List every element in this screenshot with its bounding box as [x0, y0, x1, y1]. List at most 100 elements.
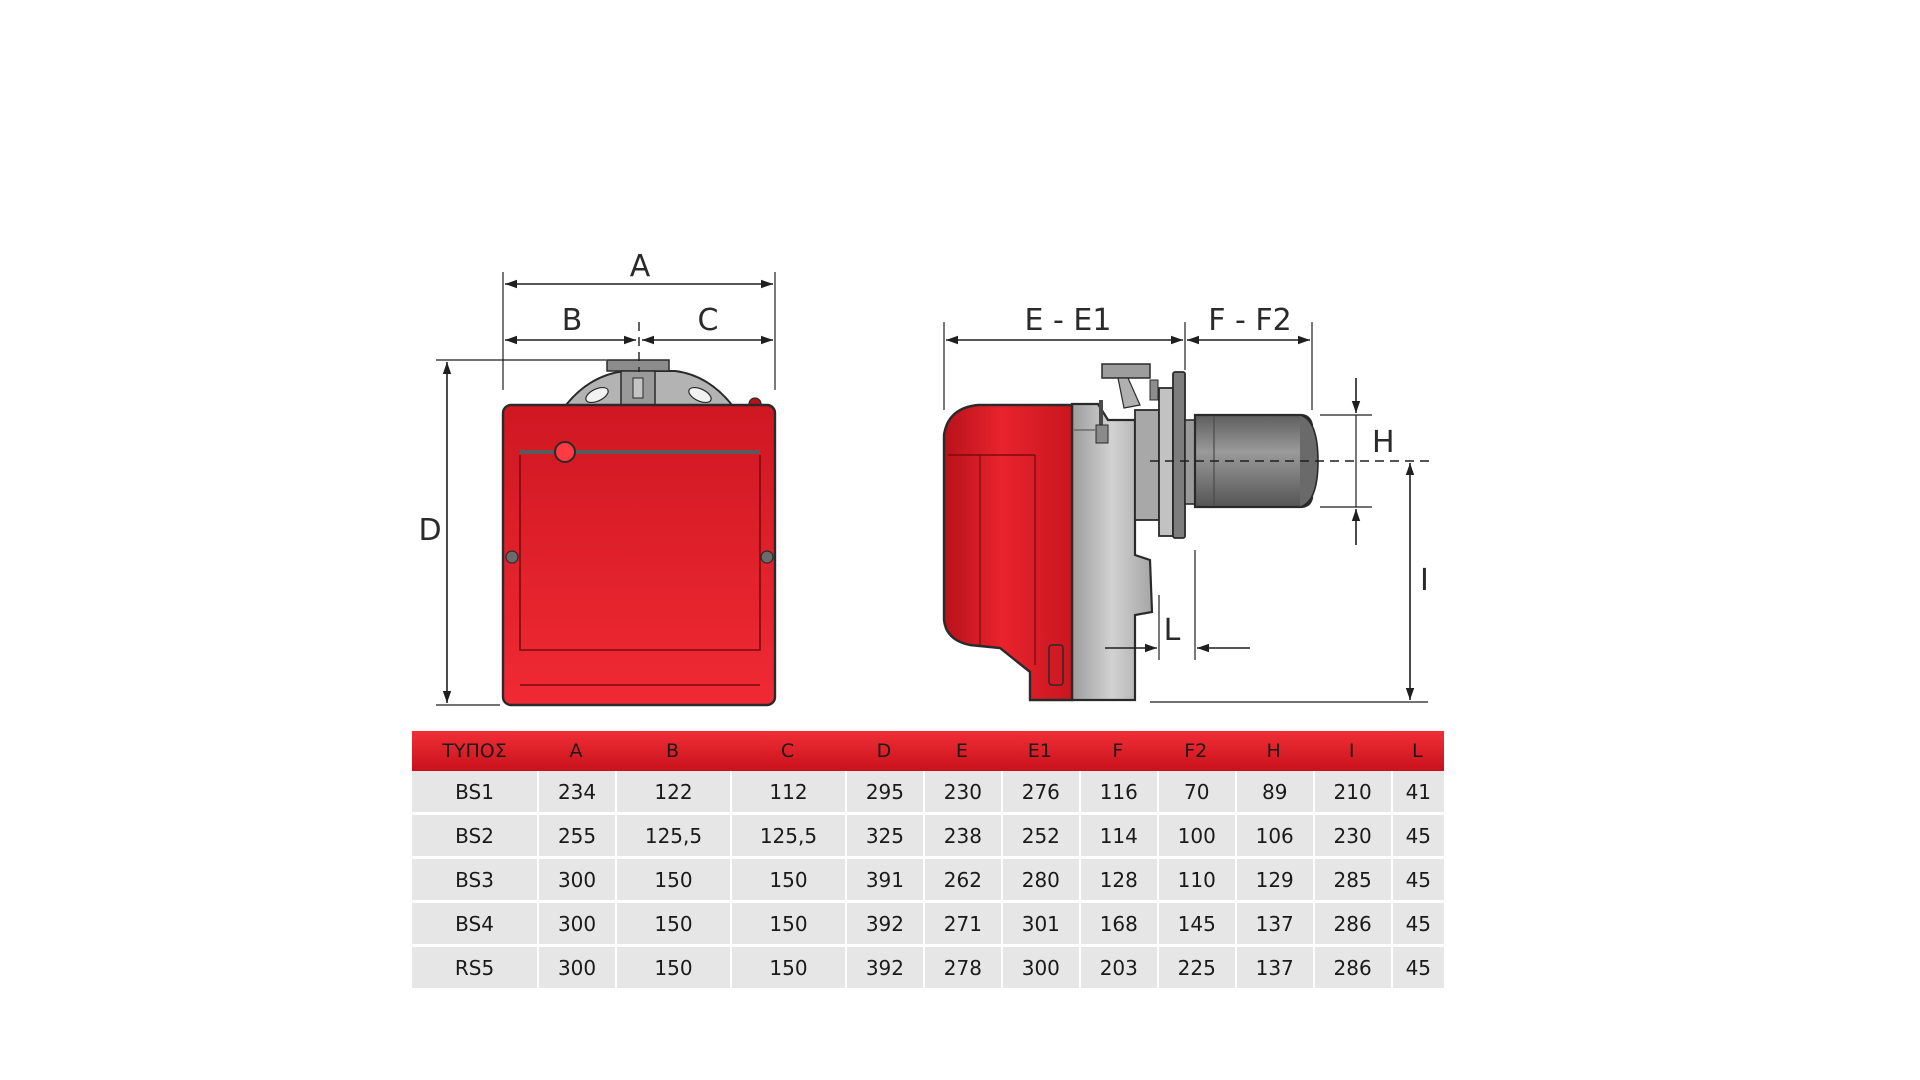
table-cell: 150 [729, 903, 845, 947]
table-cell: 295 [844, 771, 923, 815]
side-dimensions [943, 322, 1430, 703]
label-l: L [1164, 613, 1181, 648]
label-a: A [630, 249, 651, 284]
right-screw-icon [760, 550, 774, 564]
header-cell: E [922, 731, 1001, 771]
table-cell: 116 [1078, 771, 1157, 815]
table-cell: 145 [1156, 903, 1235, 947]
table-cell: 392 [844, 947, 923, 991]
table-cell: 210 [1312, 771, 1391, 815]
table-cell: 122 [615, 771, 730, 815]
left-screw-icon [505, 550, 519, 564]
table-header-row: ΤΥΠΟΣ A B C D E E1 F F2 H I L [412, 731, 1444, 771]
table-cell: BS1 [412, 771, 538, 815]
table-cell: 150 [615, 859, 730, 903]
header-cell: ΤΥΠΟΣ [412, 731, 538, 771]
table-cell: 230 [1312, 815, 1391, 859]
table-cell: 70 [1156, 771, 1235, 815]
front-dimensions [436, 272, 776, 706]
table-cell: 234 [537, 771, 616, 815]
header-cell: I [1312, 731, 1391, 771]
table-cell: 300 [537, 859, 616, 903]
table-cell: 238 [922, 815, 1001, 859]
header-cell: C [729, 731, 845, 771]
table-cell: 45 [1390, 903, 1444, 947]
table-cell: BS3 [412, 859, 538, 903]
table-cell: 114 [1078, 815, 1157, 859]
burner-side-view [942, 363, 1319, 702]
table-cell: 271 [922, 903, 1001, 947]
table-cell: 285 [1312, 859, 1391, 903]
burner-front-view [501, 359, 777, 707]
table-cell: 391 [844, 859, 923, 903]
label-b: B [562, 303, 583, 338]
header-cell: A [537, 731, 616, 771]
header-cell: H [1234, 731, 1313, 771]
table-cell: 225 [1156, 947, 1235, 991]
table-cell: RS5 [412, 947, 538, 991]
label-f-f2: F - F2 [1208, 303, 1292, 338]
table-cell: 45 [1390, 859, 1444, 903]
table-cell: 150 [615, 903, 730, 947]
table-row: BS2 255 125,5 125,5 325 238 252 114 100 … [412, 815, 1444, 859]
header-cell: E1 [1000, 731, 1079, 771]
indicator-light-icon [554, 441, 576, 463]
table-cell: 262 [922, 859, 1001, 903]
table-cell: 128 [1078, 859, 1157, 903]
table-cell: 112 [729, 771, 845, 815]
table-cell: 286 [1312, 947, 1391, 991]
header-cell: B [615, 731, 730, 771]
table-row: BS1 234 122 112 295 230 276 116 70 89 21… [412, 771, 1444, 815]
table-cell: 325 [844, 815, 923, 859]
table-cell: 129 [1234, 859, 1313, 903]
table-cell: 110 [1156, 859, 1235, 903]
table-cell: 137 [1234, 903, 1313, 947]
table-cell: 252 [1000, 815, 1079, 859]
table-cell: 168 [1078, 903, 1157, 947]
table-cell: BS2 [412, 815, 538, 859]
table-cell: 137 [1234, 947, 1313, 991]
table-cell: 286 [1312, 903, 1391, 947]
table-cell: 392 [844, 903, 923, 947]
label-i: I [1420, 563, 1429, 598]
header-cell: F [1078, 731, 1157, 771]
front-red-body [501, 403, 777, 707]
table-cell: 255 [537, 815, 616, 859]
table-cell: 89 [1234, 771, 1313, 815]
table-cell: 45 [1390, 815, 1444, 859]
table-cell: 300 [1000, 947, 1079, 991]
label-c: C [698, 303, 719, 338]
table-cell: 150 [729, 859, 845, 903]
table-cell: 41 [1390, 771, 1444, 815]
table-cell: BS4 [412, 903, 538, 947]
table-cell: 276 [1000, 771, 1079, 815]
label-d: D [418, 513, 441, 548]
table-cell: 300 [537, 903, 616, 947]
side-gray-housing [1070, 402, 1154, 702]
table-cell: 278 [922, 947, 1001, 991]
side-handle-icon [1048, 644, 1064, 686]
header-cell: F2 [1156, 731, 1235, 771]
table-cell: 106 [1234, 815, 1313, 859]
table-row: BS3 300 150 150 391 262 280 128 110 129 … [412, 859, 1444, 903]
label-e-e1: E - E1 [1025, 303, 1112, 338]
table-cell: 150 [729, 947, 845, 991]
table-cell: 150 [615, 947, 730, 991]
table-cell: 301 [1000, 903, 1079, 947]
dimensions-table: ΤΥΠΟΣ A B C D E E1 F F2 H I L BS1 234 12… [412, 731, 1444, 991]
table-row: BS4 300 150 150 392 271 301 168 145 137 … [412, 903, 1444, 947]
table-cell: 45 [1390, 947, 1444, 991]
table-cell: 125,5 [729, 815, 845, 859]
header-cell: D [844, 731, 923, 771]
table-cell: 100 [1156, 815, 1235, 859]
table-cell: 280 [1000, 859, 1079, 903]
table-cell: 300 [537, 947, 616, 991]
header-cell: L [1390, 731, 1444, 771]
side-red-cover [942, 403, 1074, 702]
table-cell: 203 [1078, 947, 1157, 991]
table-row: RS5 300 150 150 392 278 300 203 225 137 … [412, 947, 1444, 991]
table-cell: 125,5 [615, 815, 730, 859]
table-cell: 230 [922, 771, 1001, 815]
label-h: H [1372, 425, 1395, 460]
